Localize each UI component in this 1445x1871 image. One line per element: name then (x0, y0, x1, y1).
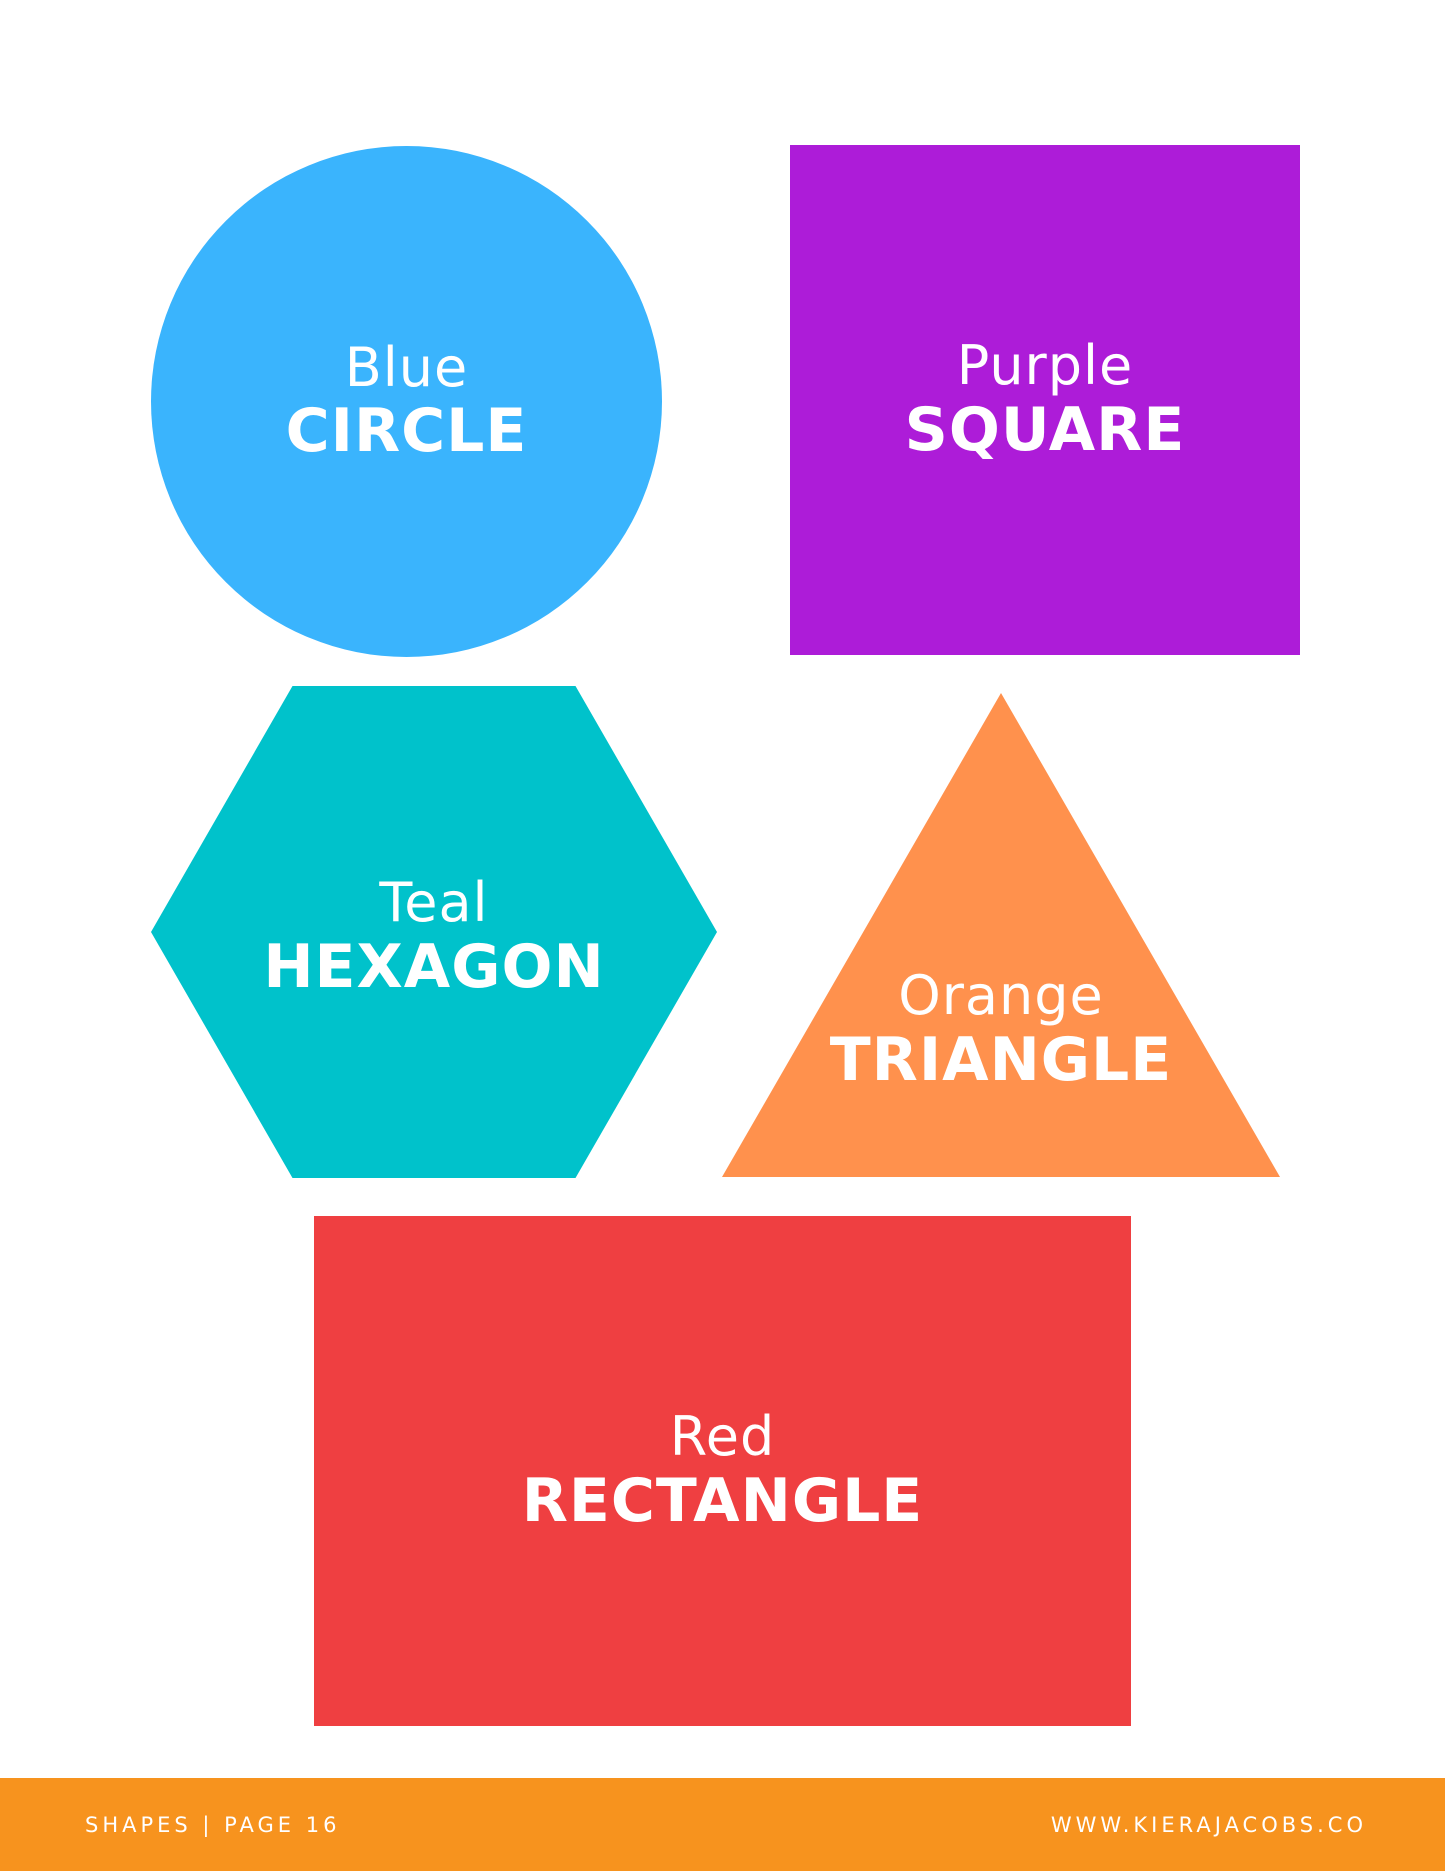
footer-page-label: SHAPES | PAGE 16 (85, 1812, 341, 1837)
blue-circle-shape: Blue CIRCLE (151, 146, 662, 657)
shape-name-label: SQUARE (904, 394, 1186, 465)
shape-label: Red RECTANGLE (521, 1405, 924, 1536)
footer-website-link[interactable]: WWW.KIERAJACOBS.CO (1050, 1812, 1367, 1837)
red-rectangle-shape: Red RECTANGLE (314, 1216, 1131, 1726)
shape-color-label: Orange (898, 964, 1104, 1028)
shape-color-label: Purple (956, 334, 1134, 398)
shape-label: Teal HEXAGON (263, 871, 605, 1002)
shape-label: Blue CIRCLE (285, 335, 528, 467)
shape-name-label: HEXAGON (263, 931, 605, 1002)
shape-color-label: Teal (379, 871, 489, 935)
shape-name-label: CIRCLE (285, 396, 528, 467)
page-footer: SHAPES | PAGE 16 WWW.KIERAJACOBS.CO (0, 1778, 1445, 1871)
orange-triangle-shape: Orange TRIANGLE (722, 693, 1280, 1177)
shape-label: Orange TRIANGLE (829, 964, 1173, 1095)
shape-name-label: TRIANGLE (829, 1024, 1173, 1095)
shape-color-label: Red (669, 1405, 776, 1469)
purple-square-shape: Purple SQUARE (790, 145, 1300, 655)
teal-hexagon-shape: Teal HEXAGON (151, 686, 717, 1178)
shape-name-label: RECTANGLE (521, 1465, 924, 1536)
shape-color-label: Blue (344, 335, 469, 399)
shape-label: Purple SQUARE (904, 334, 1186, 465)
